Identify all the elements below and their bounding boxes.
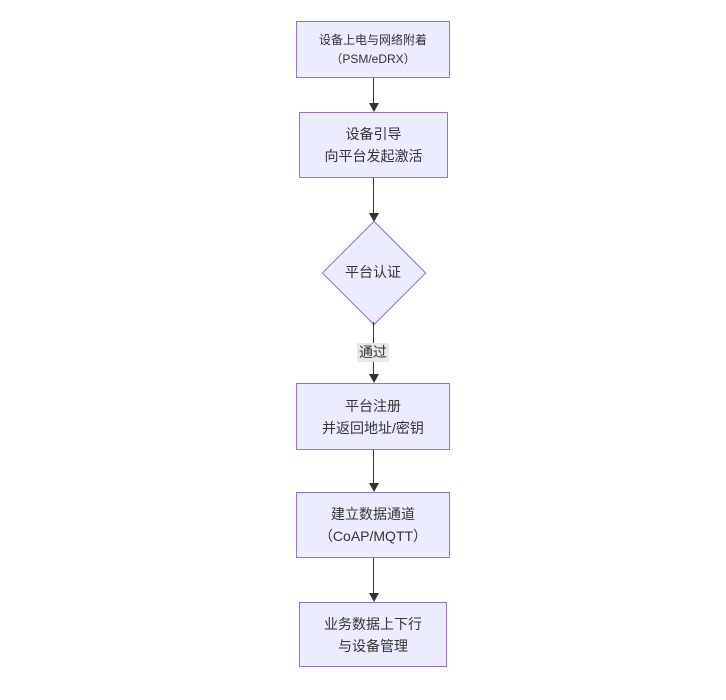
node-device-bootstrap: 设备引导 向平台发起激活	[299, 112, 448, 178]
node-text-line: 设备上电与网络附着	[318, 32, 427, 47]
node-data-channel: 建立数据通道 （CoAP/MQTT）	[296, 492, 450, 558]
arrow-down-icon	[368, 103, 379, 112]
arrow-down-icon	[368, 213, 379, 222]
node-power-network-attach: 设备上电与网络附着 （PSM/eDRX）	[296, 21, 450, 78]
node-platform-register: 平台注册 并返回地址/密钥	[296, 383, 450, 450]
node-text-line: （CoAP/MQTT）	[318, 528, 428, 544]
node-platform-auth-label: 平台认证	[345, 264, 401, 280]
flow-edge	[373, 78, 374, 104]
node-text-line: （PSM/eDRX）	[330, 51, 416, 66]
flow-edge	[373, 450, 374, 484]
node-text-line: 建立数据通道	[331, 506, 415, 522]
edge-label-pass: 通过	[357, 343, 389, 362]
arrow-down-icon	[368, 483, 379, 492]
node-business-data: 业务数据上下行 与设备管理	[299, 602, 447, 667]
node-text-line: 向平台发起激活	[324, 148, 423, 164]
node-text-line: 并返回地址/密钥	[322, 419, 424, 436]
node-text-line: 设备引导	[345, 126, 402, 142]
node-text-line: 业务数据上下行	[324, 615, 422, 632]
arrow-down-icon	[368, 374, 379, 383]
node-text-line: 与设备管理	[338, 637, 408, 654]
arrow-down-icon	[368, 593, 379, 602]
flow-edge	[373, 558, 374, 594]
flow-edge	[373, 178, 374, 214]
node-text-line: 平台注册	[345, 397, 401, 414]
